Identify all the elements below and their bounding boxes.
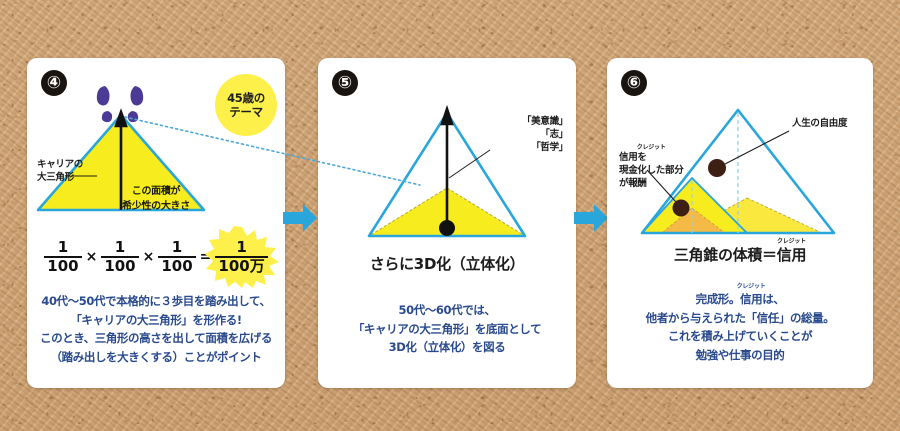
panel-6-description: 完成形。クレジット信用は、 他者から与えられた「信任」の総量。 これを積み上げて… <box>607 283 873 365</box>
step-badge-4: ④ <box>41 70 67 96</box>
flow-arrow-2 <box>574 204 608 232</box>
fraction-term-3: 1 100 <box>158 238 196 275</box>
desc-line-4: （踏み出しを大きくする）ことがポイント <box>50 349 262 364</box>
completed-pyramid-figure <box>640 108 836 235</box>
panel-step-6: ⑥ 人生の自由度 クレジット信用を 現金化した部分 が報酬 三角錐の体積＝クレジ… <box>607 58 873 388</box>
caption-ruby-wrap: クレジット信用 <box>776 238 807 265</box>
desc-line-2: 他者から与えられた「信任」の総量。 <box>645 310 835 325</box>
panel-5-caption: さらに3D化（立体化） <box>369 255 525 273</box>
freedom-label-leader <box>724 130 790 165</box>
panel-5-description: 50代～60代では、 「キャリアの大三角形」を底面として 3D化（立体化）を図る <box>318 301 576 357</box>
fraction-bar <box>158 256 196 258</box>
fraction-term-2: 1 100 <box>101 238 139 275</box>
operator-multiply-2: × <box>142 249 155 265</box>
numerator: 1 <box>236 238 247 256</box>
denominator: 100 <box>104 257 136 275</box>
caption-rubied: 信用 <box>776 246 807 264</box>
desc-ruby: クレジット <box>736 283 766 290</box>
axis-base-dot <box>439 220 455 236</box>
desc-line-3: このとき、三角形の高さを出して面積を広げる <box>40 331 272 346</box>
denominator: 100万 <box>218 257 265 275</box>
age-theme-line2: テーマ <box>229 105 263 119</box>
desc-line-1: 完成形。クレジット信用は、 <box>607 283 873 309</box>
fraction-bar <box>101 256 139 258</box>
mind-label-leader <box>448 149 491 179</box>
panel-step-5: ⑤ 「美意識」 「志」 「哲学」 さらに3D化（立体化） 50代～60代では、 … <box>318 58 576 388</box>
caption-ruby: クレジット <box>776 238 806 245</box>
step-badge-5: ⑤ <box>332 70 358 96</box>
result-starburst: 1 100万 <box>204 226 279 288</box>
numerator: 1 <box>57 238 69 256</box>
desc-line-1-pre: 完成形。 <box>695 292 741 306</box>
credit-ruby-wrap: クレジット信用を 現金化した部分 が報酬 <box>619 144 684 190</box>
desc-rubied: 信用 <box>740 292 763 306</box>
fraction-result: 1 100万 <box>215 238 268 275</box>
age-theme-line1: 45歳の <box>227 90 265 105</box>
career-triangle-label: キャリアの 大三角形 <box>37 159 84 183</box>
pyramid-3d-figure <box>367 104 527 238</box>
numerator: 1 <box>171 238 183 256</box>
panel-6-caption: 三角錐の体積＝クレジット信用 <box>607 238 873 265</box>
credit-label-body: 信用を 現金化した部分 が報酬 <box>619 152 684 189</box>
fraction-term-1: 1 100 <box>44 238 82 275</box>
desc-line-1-post: は、 <box>762 292 785 306</box>
caption-left: 三角錐の体積＝ <box>673 246 777 264</box>
vertical-axis-arrow <box>440 104 454 226</box>
desc-line-3: 3D化（立体化）を図る <box>388 340 506 355</box>
denominator: 100 <box>161 257 193 275</box>
fraction-bar <box>215 256 268 258</box>
operator-equals: = <box>199 249 212 265</box>
life-freedom-label: 人生の自由度 <box>792 118 848 129</box>
desc-line-2: 「キャリアの大三角形」を底面として <box>352 321 542 336</box>
panel-step-4: ④ 45歳の テーマ キャリアの 大三角形 この面積が 希少性の大きさ 1 10… <box>27 58 285 388</box>
credit-inner-triangle <box>641 177 748 234</box>
freedom-dot <box>708 159 726 177</box>
credit-ruby: クレジット <box>636 144 666 151</box>
credit-cash-label: クレジット信用を 現金化した部分 が報酬 <box>619 144 684 190</box>
fraction-bar <box>44 256 82 258</box>
area-meaning-label: この面積が 希少性の大きさ <box>122 186 190 212</box>
desc-ruby-wrap: クレジット信用 <box>737 283 766 309</box>
height-axis-arrow <box>114 108 128 210</box>
step-badge-6: ⑥ <box>621 70 647 96</box>
rarity-formula: 1 100 × 1 100 × 1 100 = 1 100万 <box>27 226 285 288</box>
flow-arrow-1 <box>283 204 317 232</box>
operator-multiply-1: × <box>85 249 98 265</box>
credit-label-leader <box>646 169 677 203</box>
desc-line-2: 「キャリアの大三角形」を形作る! <box>70 312 242 327</box>
denominator: 100 <box>47 257 79 275</box>
desc-line-1: 50代～60代では、 <box>398 303 496 317</box>
desc-line-1: 40代～50代で本格的に３歩目を踏み出して、 <box>41 294 271 308</box>
desc-line-3: これを積み上げていくことが <box>667 329 813 344</box>
credit-dot <box>672 199 690 217</box>
panel-4-description: 40代～50代で本格的に３歩目を踏み出して、 「キャリアの大三角形」を形作る! … <box>27 292 285 367</box>
mindset-label: 「美意識」 「志」 「哲学」 <box>521 116 568 153</box>
numerator: 1 <box>114 238 126 256</box>
desc-line-4: 勉強や仕事の目的 <box>695 347 785 362</box>
